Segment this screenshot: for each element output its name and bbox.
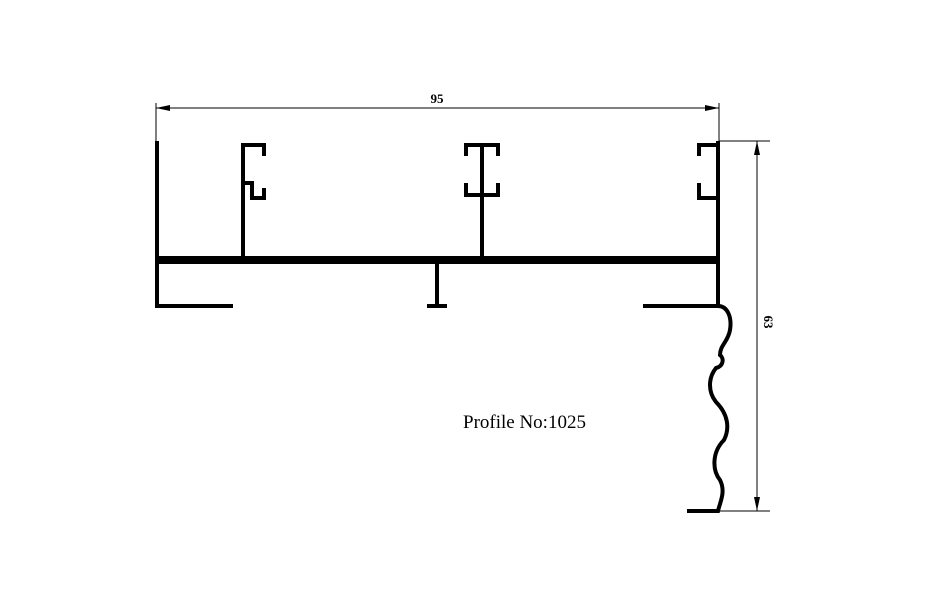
height-arrow-top bbox=[754, 141, 760, 155]
profile-section bbox=[155, 141, 733, 513]
left-wall bbox=[155, 141, 233, 308]
center-hook bbox=[464, 143, 500, 258]
height-arrow-bottom bbox=[754, 497, 760, 511]
width-dimension-value: 95 bbox=[431, 91, 445, 106]
right-c-hook bbox=[697, 143, 718, 200]
width-dimension: 95 bbox=[155, 91, 720, 142]
left-c-hook bbox=[241, 143, 266, 258]
width-arrow-left bbox=[156, 105, 170, 111]
decorative-skirt bbox=[687, 304, 733, 513]
bottom-t-foot bbox=[427, 262, 447, 308]
height-dimension-value: 63 bbox=[761, 316, 776, 330]
width-arrow-right bbox=[705, 105, 719, 111]
profile-label: Profile No:1025 bbox=[463, 412, 586, 433]
height-dimension: 63 bbox=[719, 140, 776, 512]
